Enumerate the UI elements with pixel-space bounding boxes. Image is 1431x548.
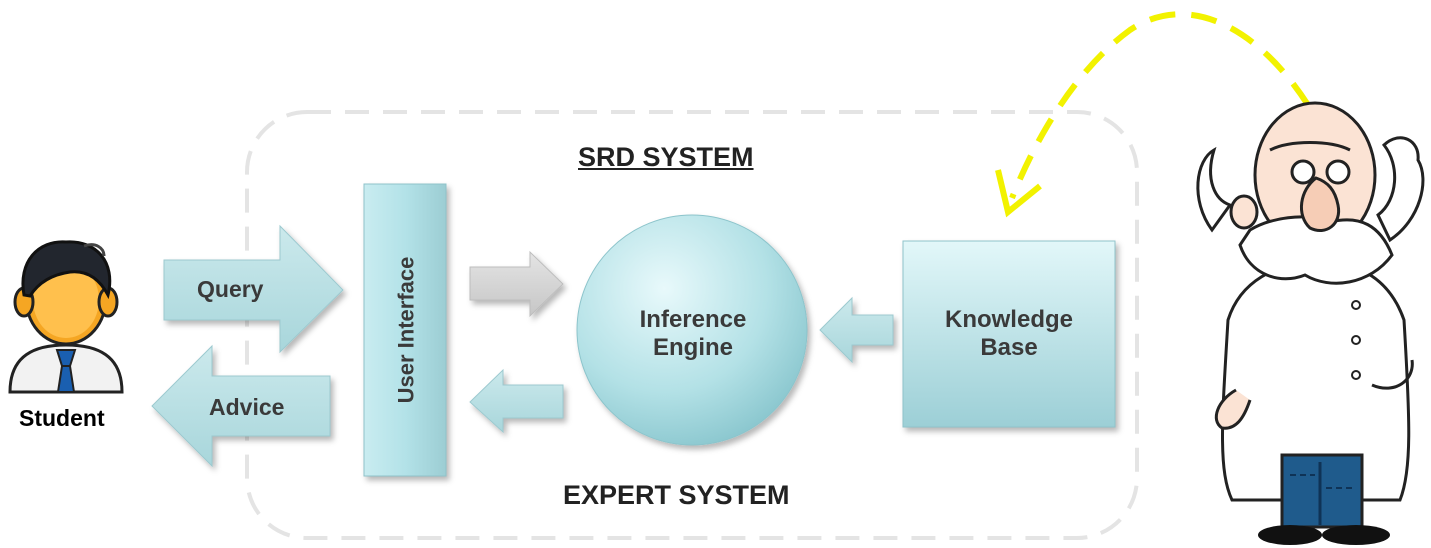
expert-system-title: EXPERT SYSTEM: [563, 480, 790, 510]
inference-engine-circle: [576, 214, 808, 446]
query-label: Query: [197, 276, 264, 302]
engine-to-ui-arrow: [469, 368, 564, 434]
student-label: Student: [19, 405, 105, 431]
ui-to-engine-arrow: [469, 250, 564, 318]
inference-engine-line2: Engine: [652, 333, 733, 361]
srd-system-title: SRD SYSTEM: [578, 142, 754, 172]
knowledge-base-box: [902, 240, 1116, 428]
knowledge-transfer-arrow: [995, 11, 1311, 218]
user-interface-box: [363, 183, 447, 477]
advice-arrow: [151, 344, 331, 468]
user-interface-label: User Interface: [393, 256, 419, 404]
student-avatar-icon: [8, 240, 124, 394]
query-arrow: [163, 224, 344, 354]
advice-label: Advice: [209, 394, 285, 420]
knowledge-to-engine-arrow: [819, 296, 894, 364]
expert-scientist-illustration: [1196, 101, 1425, 545]
knowledge-base-line1: Knowledge: [944, 306, 1073, 333]
system-boundary: [245, 110, 1139, 540]
knowledge-base-label: Knowledge Base: [903, 306, 1115, 361]
knowledge-base-line2: Base: [980, 333, 1038, 361]
inference-engine-label: Inference Engine: [578, 306, 808, 361]
inference-engine-line1: Inference: [639, 306, 747, 333]
